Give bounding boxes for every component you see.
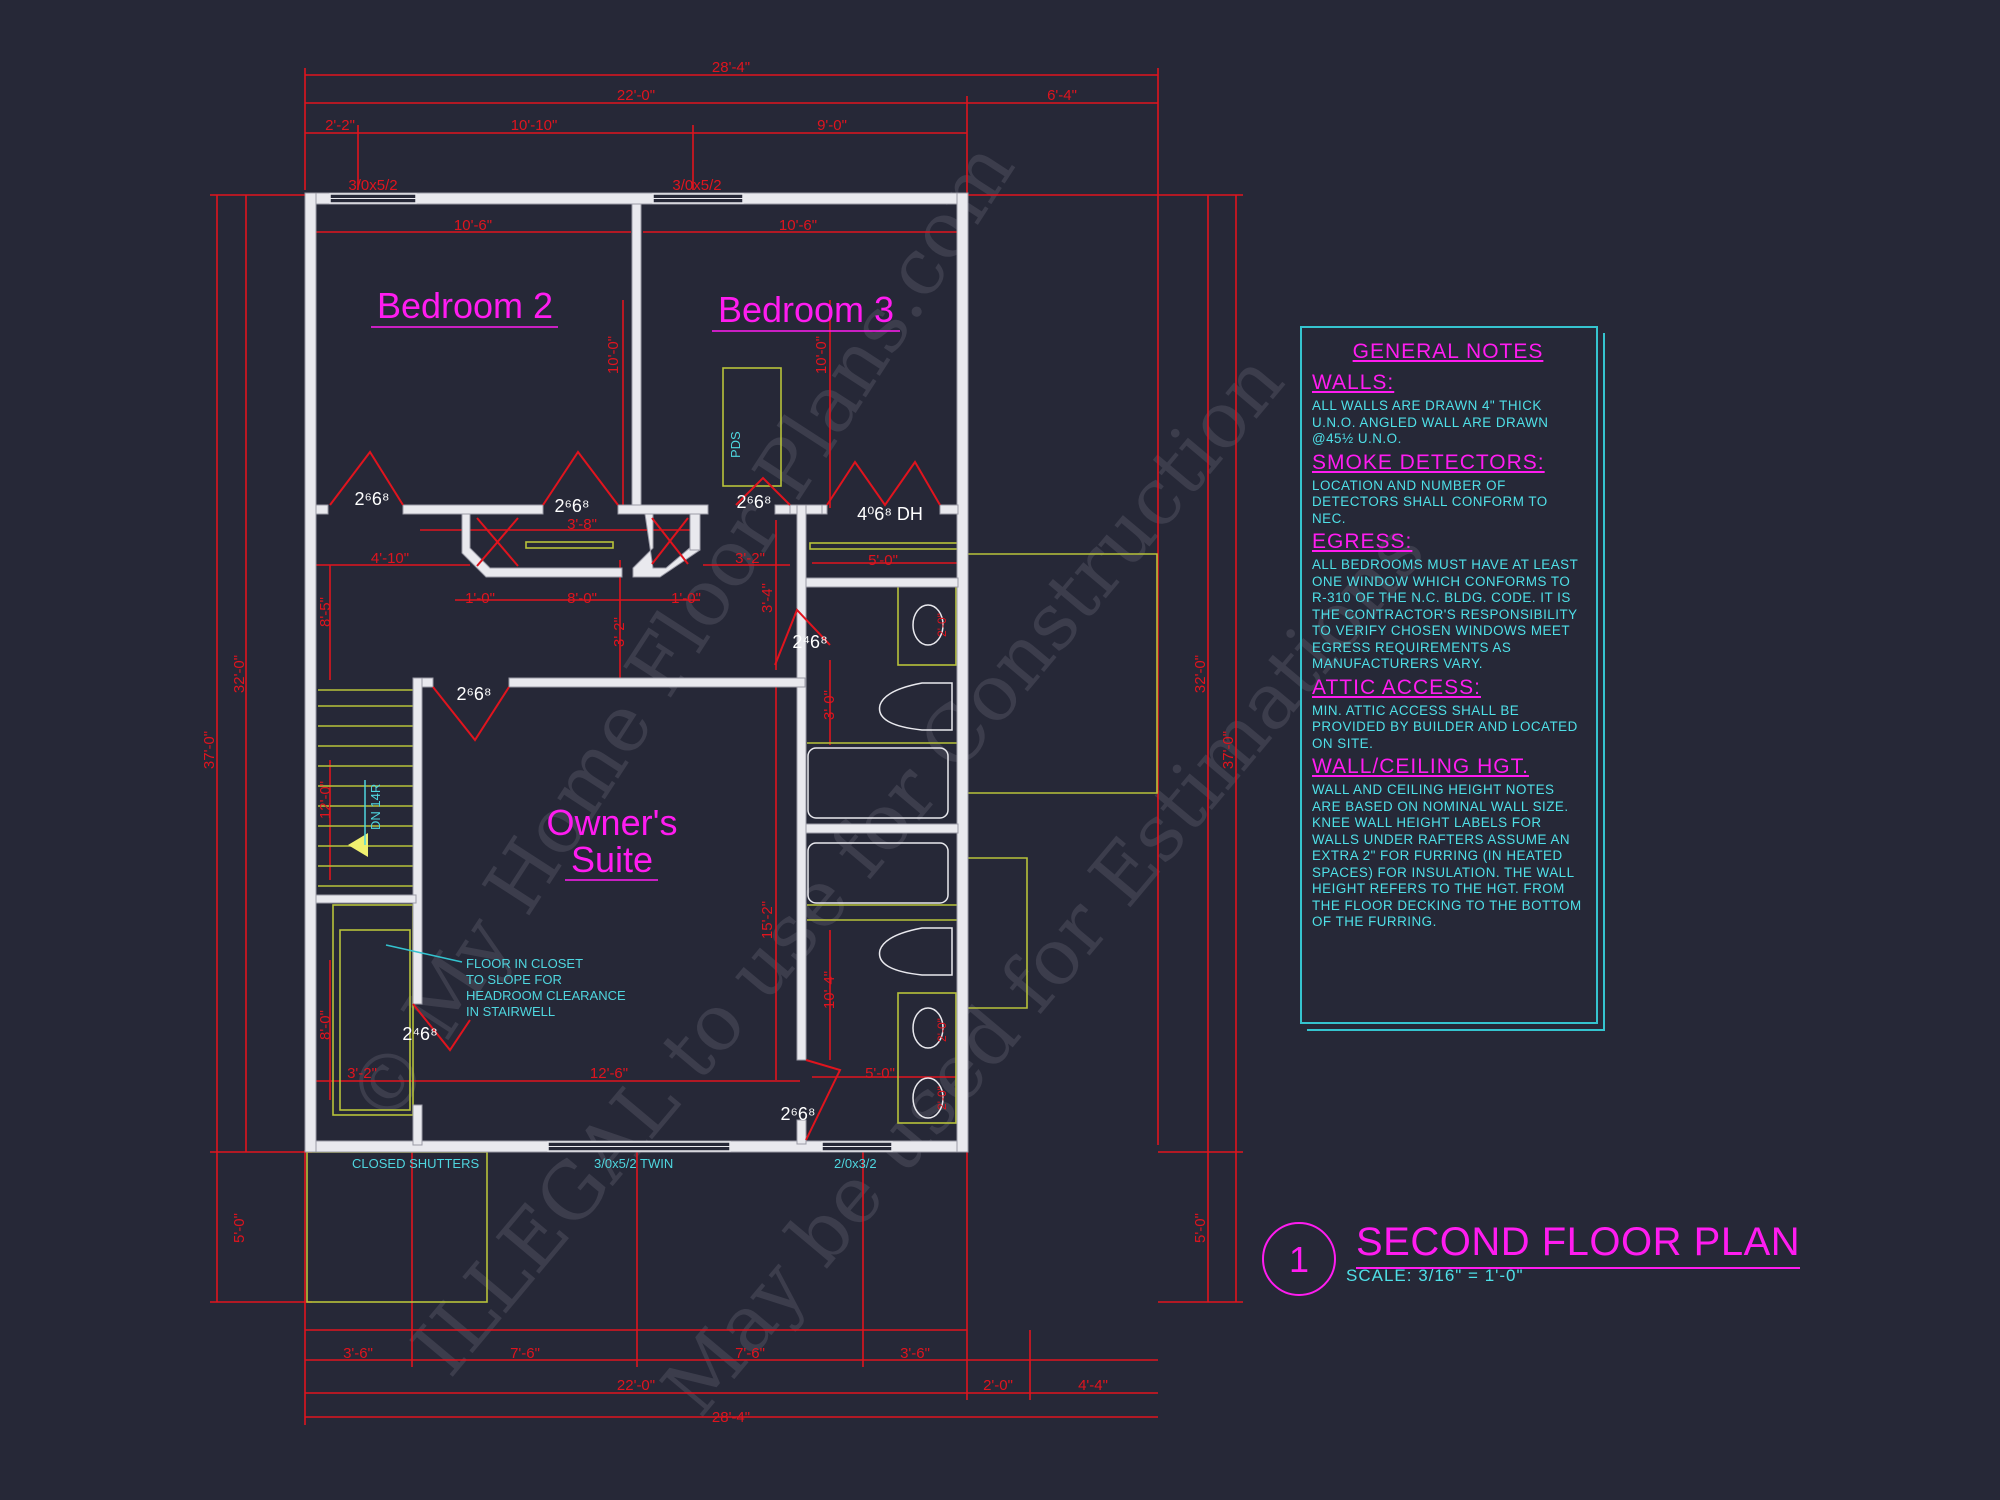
closet-note-line-2: TO SLOPE FOR [466,972,562,987]
notes-egress-heading: EGRESS: [1312,530,1413,553]
dim-top-2-2: 2'-2" [325,117,355,134]
dim-closet-3-8: 3'-8" [567,516,597,533]
closet-note-line-1: FLOOR IN CLOSET [466,956,583,971]
room-owners-suite-line-2: Suite [571,839,653,880]
general-notes-panel: GENERAL NOTES WALLS: ALL WALLS ARE DRAWN… [1300,326,1598,1024]
door-label-7: 2⁴6⁸ [402,1024,437,1044]
dim-b3-width: 10'-6" [779,217,817,234]
dim-right-37-0: 37'-0" [1220,731,1237,769]
dim-vanity-c: 2'-0" [935,1086,949,1110]
dim-closet-8-0v: 8'-0" [317,1010,334,1040]
dim-overall-top: 28'-4" [712,59,750,76]
door-labels: 2⁶6⁸ 2⁶6⁸ 2⁶6⁸ 4⁰6⁸ DH 2⁴6⁸ 2⁶6⁸ 2⁴6⁸ 2⁶… [354,489,922,1124]
dim-b2-width: 10'-6" [454,217,492,234]
dim-bot-3-6b: 3'-6" [900,1345,930,1362]
dim-bot-2-0: 2'-0" [983,1377,1013,1394]
dim-bot-22-0: 22'-0" [617,1377,655,1394]
dim-left-5-0: 5'-0" [231,1213,248,1243]
closet-note-line-4: IN STAIRWELL [466,1004,555,1019]
dim-top-22: 22'-0" [617,87,655,104]
dim-bath-3-0: 3'-0" [821,690,838,720]
room-owners-suite-line-1: Owner's [547,802,678,843]
dim-closet-1-0b: 1'-0" [671,590,701,607]
drawing-title-block: 1 SECOND FLOOR PLAN SCALE: 3/16" = 1'-0" [1262,1220,1822,1302]
dim-left-8-5: 8'-5" [317,597,334,627]
notes-egress-body: ALL BEDROOMS MUST HAVE AT LEAST ONE WIND… [1312,557,1579,671]
dim-hall-3-4: 3'-4" [759,583,776,613]
door-label-2: 2⁶6⁸ [554,496,589,516]
dim-closet-4-10: 4'-10" [371,550,409,567]
dim-left-32-0: 32'-0" [231,655,248,693]
room-bedroom-3: Bedroom 3 [718,289,894,330]
dim-b3-depth: 10'-0" [813,336,830,374]
dim-right-32-0: 32'-0" [1192,655,1209,693]
dim-bottom-5-0: 5'-0" [865,1065,895,1082]
dim-vanity-a: 2'-0" [935,613,949,637]
dimension-labels: 28'-4" 22'-0" 6'-4" 2'-2" 10'-10" 9'-0" … [201,59,1237,1426]
window-b2-label: 3/0x5/2 [348,177,397,194]
room-labels: Bedroom 2 Bedroom 3 Owner's Suite [371,285,900,881]
dim-b2-depth: 10'-0" [605,336,622,374]
notes-wall-ceiling-heading: WALL/CEILING HGT. [1312,755,1529,778]
general-notes-title: GENERAL NOTES [1352,340,1544,363]
pds-label: PDS [728,431,743,458]
dim-bot-7-6b: 7'-6" [735,1345,765,1362]
dim-closet-5-0: 5'-0" [868,552,898,569]
notes-smoke-heading: SMOKE DETECTORS: [1312,450,1545,474]
drawing-number: 1 [1262,1222,1336,1296]
dim-closet-1-0a: 1'-0" [465,590,495,607]
dim-top-9-0: 9'-0" [817,117,847,134]
drawing-title: SECOND FLOOR PLAN [1356,1220,1801,1269]
stair-dn-label: DN 14R [368,784,383,830]
dimension-lines [210,68,1243,1425]
room-bedroom-2: Bedroom 2 [377,285,553,326]
watermark-line-1: © My Home Floor Plans.com [330,127,1032,1141]
door-label-1: 2⁶6⁸ [354,489,389,509]
door-label-6: 2⁶6⁸ [456,684,491,704]
closed-shutters-label: CLOSED SHUTTERS [352,1156,479,1171]
dim-closet-3-2: 3'-2" [735,550,765,567]
dim-top-6-4: 6'-4" [1047,87,1077,104]
dim-left-37-0: 37'-0" [201,731,218,769]
window-twin-label: 3/0x5/2 TWIN [594,1156,673,1171]
dim-bot-overall: 28'-4" [712,1409,750,1426]
annotations: PDS DN 14R FLOOR IN CLOSET TO SLOPE FOR … [352,431,877,1171]
window-bath-label: 2/0x3/2 [834,1156,877,1171]
notes-wall-ceiling-body: WALL AND CEILING HEIGHT NOTES ARE BASED … [1312,782,1582,929]
door-label-3: 2⁶6⁸ [736,492,771,512]
dim-bath-10-4: 10'-4" [821,971,838,1009]
window-b3-label: 3/0x5/2 [672,177,721,194]
dim-vanity-b: 2'-0" [935,1018,949,1042]
stair-treads [318,689,413,887]
dim-bot-7-6a: 7'-6" [510,1345,540,1362]
windows [329,193,893,1152]
closet-note-line-3: HEADROOM CLEARANCE [466,988,626,1003]
door-label-4: 4⁰6⁸ DH [857,504,923,524]
notes-attic-body: MIN. ATTIC ACCESS SHALL BE PROVIDED BY B… [1312,702,1578,751]
dim-stair-12-0: 12'-0" [317,781,334,819]
dim-top-10-10: 10'-10" [511,117,558,134]
dim-bottom-3-2: 3'-2" [347,1065,377,1082]
notes-attic-heading: ATTIC ACCESS: [1312,675,1481,699]
dim-hall-3-2: 3'-2" [611,617,628,647]
closet-note-leader [385,944,463,963]
dim-bottom-12-6: 12'-6" [590,1065,628,1082]
door-label-5: 2⁴6⁸ [792,632,827,652]
notes-walls-heading: WALLS: [1312,371,1395,394]
door-label-8: 2⁶6⁸ [780,1104,815,1124]
notes-smoke-body: LOCATION AND NUMBER OF DETECTORS SHALL C… [1312,477,1548,526]
dim-closet-8-0: 8'-0" [567,590,597,607]
notes-walls-body: ALL WALLS ARE DRAWN 4" THICK U.N.O. ANGL… [1312,398,1549,446]
drawing-scale: SCALE: 3/16" = 1'-0" [1346,1266,1524,1285]
stair-arrow-icon [348,780,368,857]
dim-right-5-0: 5'-0" [1192,1213,1209,1243]
dim-bot-4-4: 4'-4" [1078,1377,1108,1394]
dim-suite-15-2: 15'-2" [759,901,776,939]
bath-fixtures [807,604,953,1119]
dim-bot-3-6a: 3'-6" [343,1345,373,1362]
door-swings [329,450,941,1141]
